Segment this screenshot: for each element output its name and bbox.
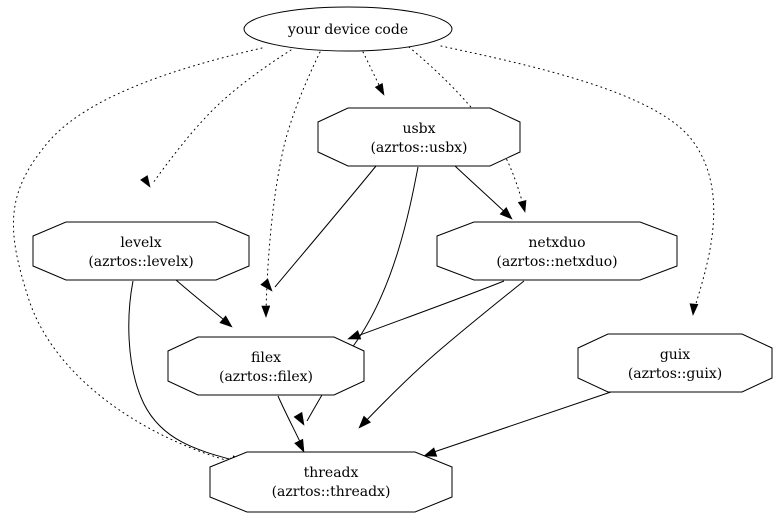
arrow-head-icon	[347, 330, 362, 340]
arrow-head-icon	[293, 411, 305, 426]
arrow-head-icon	[219, 315, 233, 328]
edge-path	[351, 280, 505, 339]
edge-path	[175, 279, 230, 325]
arrow-head-icon	[294, 438, 305, 453]
node-threadx[interactable]: threadx (azrtos::threadx)	[209, 451, 453, 513]
edge-netxduo-to-threadx	[358, 280, 525, 429]
node-label-primary: levelx	[120, 235, 161, 251]
edge-path	[277, 395, 304, 449]
node-label-secondary: (azrtos::usbx)	[370, 140, 467, 156]
edge-device-to-filex	[261, 51, 321, 318]
node-octagon[interactable]	[209, 451, 453, 513]
edge-path	[12, 47, 263, 464]
node-label-secondary: (azrtos::guix)	[628, 366, 722, 382]
node-label-secondary: (azrtos::filex)	[219, 369, 313, 385]
node-label-primary: usbx	[402, 121, 435, 137]
node-octagon[interactable]	[32, 221, 250, 281]
arrow-head-icon	[517, 199, 527, 213]
node-octagon[interactable]	[436, 221, 678, 281]
arrow-head-icon	[358, 415, 371, 429]
edge-device-to-usbx	[362, 51, 385, 96]
edge-path	[440, 45, 715, 311]
arrow-head-icon	[374, 82, 385, 96]
edge-usbx-to-filex	[260, 165, 377, 292]
node-label-primary: your device code	[287, 22, 408, 38]
edge-path	[274, 165, 377, 288]
edge-path	[361, 280, 525, 426]
arrow-head-icon	[499, 207, 513, 220]
node-label-primary: netxduo	[528, 235, 585, 251]
edge-filex-to-threadx	[277, 395, 305, 453]
node-layer: your device code usbx (azrtos::usbx) lev…	[32, 6, 773, 513]
node-octagon[interactable]	[317, 107, 521, 167]
node-guix[interactable]: guix (azrtos::guix)	[577, 333, 773, 393]
edge-path	[128, 280, 241, 463]
arrow-head-icon	[423, 447, 438, 457]
node-label-secondary: (azrtos::netxduo)	[496, 254, 617, 270]
node-netxduo[interactable]: netxduo (azrtos::netxduo)	[436, 221, 678, 281]
node-usbx[interactable]: usbx (azrtos::usbx)	[317, 107, 521, 167]
node-octagon[interactable]	[577, 333, 773, 393]
node-your-device-code[interactable]: your device code	[243, 6, 453, 52]
edge-device-to-guix	[440, 45, 715, 316]
node-filex[interactable]: filex (azrtos::filex)	[167, 336, 365, 396]
edge-path	[265, 51, 321, 314]
node-label-primary: guix	[660, 347, 690, 363]
arrow-head-icon	[140, 175, 151, 188]
node-levelx[interactable]: levelx (azrtos::levelx)	[32, 221, 250, 281]
edge-device-to-levelx	[140, 49, 292, 188]
edge-netxduo-to-filex	[347, 280, 505, 340]
arrow-head-icon	[260, 278, 273, 292]
edge-path	[427, 391, 612, 455]
arrow-head-icon	[689, 303, 699, 316]
node-octagon[interactable]	[167, 336, 365, 396]
edge-levelx-to-filex	[175, 279, 233, 328]
edge-usbx-to-netxduo	[454, 165, 513, 220]
node-label-primary: threadx	[304, 465, 359, 481]
node-ellipse[interactable]	[243, 6, 453, 52]
node-label-secondary: (azrtos::levelx)	[88, 254, 193, 270]
node-label-primary: filex	[251, 350, 281, 366]
arrow-head-icon	[261, 305, 271, 318]
edge-guix-to-threadx	[423, 391, 612, 457]
edge-path	[152, 49, 292, 184]
node-label-secondary: (azrtos::threadx)	[272, 484, 391, 500]
edge-path	[454, 165, 510, 217]
